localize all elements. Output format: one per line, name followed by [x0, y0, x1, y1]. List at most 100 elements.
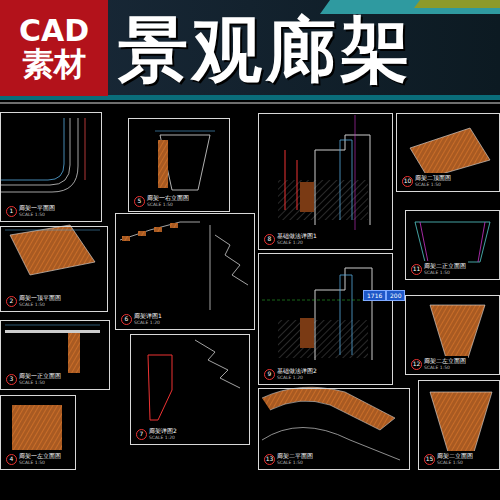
- scale-note: SCALE 1:50: [437, 460, 473, 466]
- callout-number: 5: [134, 196, 145, 207]
- timber-slats: [122, 223, 178, 241]
- frame-line: [0, 103, 500, 104]
- panel-caption: 4廊架一左立面图SCALE 1:50: [4, 451, 63, 467]
- roof-slats: [10, 225, 95, 275]
- roof-slats: [410, 128, 490, 178]
- panel-title: 廊架详图2: [149, 427, 177, 435]
- panel-title: 廊架一顶平面图: [19, 294, 61, 302]
- panel-title: 廊架一平面图: [19, 204, 55, 212]
- post-elevation: [12, 405, 62, 450]
- panel-title: 廊架二左立面图: [424, 357, 466, 365]
- foundation-detail: [262, 268, 390, 360]
- dimension-line: [155, 131, 215, 132]
- scale-note: SCALE 1:50: [147, 202, 189, 208]
- foundation-detail: [278, 115, 370, 230]
- caption-stack: 廊架详图2SCALE 1:20: [149, 427, 177, 441]
- callout-number: 15: [424, 454, 435, 465]
- panel-caption: 12廊架二左立面图SCALE 1:50: [409, 356, 468, 372]
- plan-curve: [0, 118, 85, 192]
- panel-title: 基础做法详图1: [277, 232, 317, 240]
- callout-number: 2: [6, 296, 17, 307]
- panel-title: 廊架二平面图: [277, 452, 313, 460]
- dimension-line: [5, 230, 100, 231]
- caption-stack: 基础做法详图2SCALE 1:20: [277, 367, 317, 381]
- drawing-panel: 2廊架一顶平面图SCALE 1:50: [0, 226, 108, 312]
- panel-caption: 15廊架二立面图SCALE 1:50: [422, 451, 475, 467]
- caption-stack: 廊架二顶面图SCALE 1:50: [415, 174, 451, 188]
- scale-note: SCALE 1:50: [277, 460, 313, 466]
- callout-number: 6: [121, 314, 132, 325]
- brand-text: CAD: [19, 14, 89, 47]
- callout-number: 11: [411, 264, 422, 275]
- caption-stack: 廊架详图1SCALE 1:20: [134, 312, 162, 326]
- panel-title: 廊架一右立面图: [147, 194, 189, 202]
- dimension-tag: 1716: [363, 290, 386, 301]
- drawing-panel: 11廊架二正立面图SCALE 1:50: [405, 210, 500, 280]
- callout-number: 3: [6, 374, 17, 385]
- brand-badge: CAD素材: [0, 0, 108, 96]
- scale-note: SCALE 1:50: [19, 302, 61, 308]
- dimension-tag: 200: [386, 290, 405, 301]
- panel-caption: 13廊架二平面图SCALE 1:50: [262, 451, 315, 467]
- caption-stack: 廊架一顶平面图SCALE 1:50: [19, 294, 61, 308]
- panel-caption: 6廊架详图1SCALE 1:20: [119, 311, 164, 327]
- callout-number: 12: [411, 359, 422, 370]
- drawing-panel: 4廊架一左立面图SCALE 1:50: [0, 395, 76, 470]
- caption-stack: 基础做法详图1SCALE 1:20: [277, 232, 317, 246]
- callout-number: 13: [264, 454, 275, 465]
- scale-note: SCALE 1:50: [424, 365, 466, 371]
- panel-caption: 1廊架一平面图SCALE 1:50: [4, 203, 57, 219]
- panel-title: 廊架详图1: [134, 312, 162, 320]
- drawing-panel: 1廊架一平面图SCALE 1:50: [0, 112, 102, 222]
- drawing-panel: 12廊架二左立面图SCALE 1:50: [405, 295, 500, 375]
- timber-slats: [158, 140, 168, 188]
- caption-stack: 廊架二左立面图SCALE 1:50: [424, 357, 466, 371]
- beam-detail: [148, 340, 240, 420]
- header-band: [0, 0, 500, 100]
- caption-stack: 廊架二正立面图SCALE 1:50: [424, 262, 466, 276]
- accent-strip: [414, 0, 500, 8]
- callout-number: 10: [402, 176, 413, 187]
- panel-title: 廊架二顶面图: [415, 174, 451, 182]
- panel-title: 廊架一正立面图: [19, 372, 61, 380]
- drawing-panel: 13廊架二平面图SCALE 1:50: [258, 388, 410, 470]
- caption-stack: 廊架二立面图SCALE 1:50: [437, 452, 473, 466]
- callout-number: 7: [136, 429, 147, 440]
- drawing-panel: 6廊架详图1SCALE 1:20: [115, 213, 255, 330]
- callout-number: 1: [6, 206, 17, 217]
- scale-note: SCALE 1:20: [277, 375, 317, 381]
- panel-caption: 3廊架一正立面图SCALE 1:50: [4, 371, 63, 387]
- panel-caption: 8基础做法详图1SCALE 1:20: [262, 231, 319, 247]
- plan-curve: [262, 387, 400, 460]
- frame-outline: [5, 325, 100, 373]
- drawing-panel: 7廊架详图2SCALE 1:20: [130, 334, 250, 445]
- drawing-panel: 9基础做法详图2SCALE 1:20: [258, 253, 393, 385]
- panel-caption: 5廊架一右立面图SCALE 1:50: [132, 193, 191, 209]
- caption-stack: 廊架二平面图SCALE 1:50: [277, 452, 313, 466]
- post-elevation: [430, 392, 492, 452]
- panel-title: 廊架二正立面图: [424, 262, 466, 270]
- scale-note: SCALE 1:50: [424, 270, 466, 276]
- caption-stack: 廊架一平面图SCALE 1:50: [19, 204, 55, 218]
- scale-note: SCALE 1:50: [19, 460, 61, 466]
- caption-stack: 廊架一右立面图SCALE 1:50: [147, 194, 189, 208]
- post-elevation: [430, 305, 485, 358]
- brand-text: 素材: [22, 47, 86, 82]
- panel-title: 廊架一左立面图: [19, 452, 61, 460]
- drawing-panel: 15廊架二立面图SCALE 1:50: [418, 380, 500, 470]
- callout-number: 4: [6, 454, 17, 465]
- drawing-panel: 5廊架一右立面图SCALE 1:50: [128, 118, 230, 212]
- callout-number: 9: [264, 369, 275, 380]
- drawing-panel: 8基础做法详图1SCALE 1:20: [258, 113, 393, 250]
- page-title: 景观廊架: [118, 4, 414, 98]
- scale-note: SCALE 1:50: [19, 380, 61, 386]
- drawing-panel: 10廊架二顶面图SCALE 1:50: [396, 113, 500, 192]
- scale-note: SCALE 1:20: [149, 435, 177, 441]
- caption-stack: 廊架一正立面图SCALE 1:50: [19, 372, 61, 386]
- frame-outline: [415, 222, 490, 262]
- scale-note: SCALE 1:20: [277, 240, 317, 246]
- panel-title: 廊架二立面图: [437, 452, 473, 460]
- panel-title: 基础做法详图2: [277, 367, 317, 375]
- panel-caption: 11廊架二正立面图SCALE 1:50: [409, 261, 468, 277]
- scale-note: SCALE 1:50: [415, 182, 451, 188]
